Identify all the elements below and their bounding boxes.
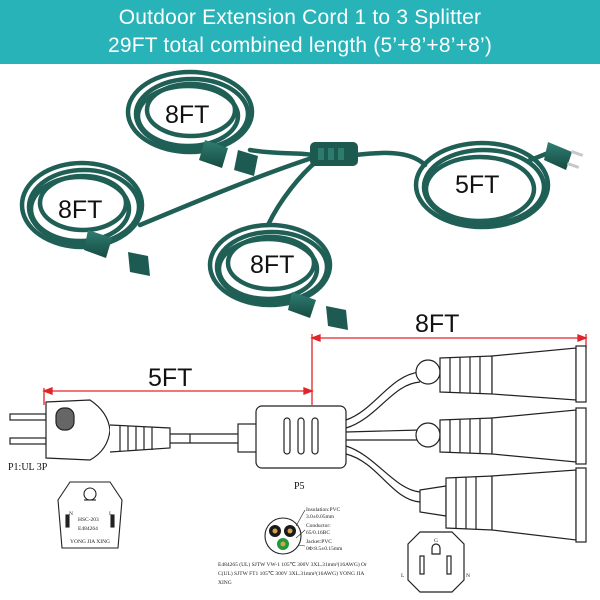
stamp-code1: HSC-203 (78, 517, 99, 523)
label-middle-length: 8FT (250, 251, 294, 279)
hub-ridge (338, 148, 344, 160)
coil-middle (207, 222, 333, 308)
stamp-l: L (109, 511, 113, 517)
socket-top-photo (199, 140, 258, 176)
label-main-length: 5FT (455, 171, 499, 199)
hub-ridge (318, 148, 324, 160)
outlet-l: L (401, 573, 405, 579)
plug-face-stamp (57, 481, 123, 549)
hub-drawing (237, 405, 347, 469)
outlet-face-drawing (407, 531, 465, 593)
insulation-value: 3.0±0.05mm (306, 514, 335, 520)
outlet-n: N (466, 573, 470, 579)
jacket-value: 0Φ:8.5±0.15mm (306, 546, 343, 552)
dimension-branch (310, 334, 588, 405)
coil-left (19, 160, 145, 250)
label-left-length: 8FT (58, 196, 102, 224)
spec-line-3: XING (218, 580, 232, 586)
branch-cords-drawing (345, 371, 421, 503)
title-banner: Outdoor Extension Cord 1 to 3 Splitter 2… (0, 0, 600, 64)
insulation-label: Insulation:PVC (306, 507, 341, 513)
outlet-g: G (434, 538, 438, 544)
dimension-main (42, 387, 314, 405)
title-line-2: 29FT total combined length (5’+8’+8’+8’) (107, 34, 493, 57)
label-top-length: 8FT (165, 101, 209, 129)
socket-left-photo (84, 230, 150, 276)
cord-branch-left (137, 155, 315, 228)
hub-ridge (328, 148, 334, 160)
socket-3-drawing (419, 467, 587, 543)
socket-middle-photo (288, 292, 348, 330)
title-line-1: Outdoor Extension Cord 1 to 3 Splitter (118, 6, 482, 29)
male-plug-drawing (9, 399, 238, 461)
conductor-value: 65/0.16BC (306, 530, 330, 536)
stamp-maker: YONG JIA XING (70, 539, 110, 545)
cable-cross-section (264, 509, 306, 555)
dim-main-label: 5FT (148, 364, 192, 392)
cord-main-run (352, 150, 428, 168)
plug-spec-label: P1:UL 3P (8, 462, 48, 473)
socket-2-drawing (415, 407, 587, 465)
dim-branch-label: 8FT (415, 310, 459, 338)
cord-photo (19, 69, 563, 308)
socket-1-drawing (415, 345, 587, 403)
coil-main (413, 140, 551, 230)
stamp-n: N (69, 511, 73, 517)
spec-line-2: C(UL) SJTW FT1 105℃ 300V 3XL.31mm²(16AWG… (218, 570, 364, 577)
spec-line-1: E484265 (UL) SJTW VW-1 105℃ 300V 3XL.31m… (218, 561, 367, 568)
coil-top (125, 69, 255, 155)
jacket-label: Jacket:PVC (306, 539, 332, 545)
conductor-label: Conductor: (306, 523, 331, 529)
male-plug-photo (544, 142, 584, 170)
stamp-code2: E484264 (78, 526, 98, 532)
hub-label: P5 (294, 481, 305, 492)
cord-branch-top (247, 147, 315, 158)
